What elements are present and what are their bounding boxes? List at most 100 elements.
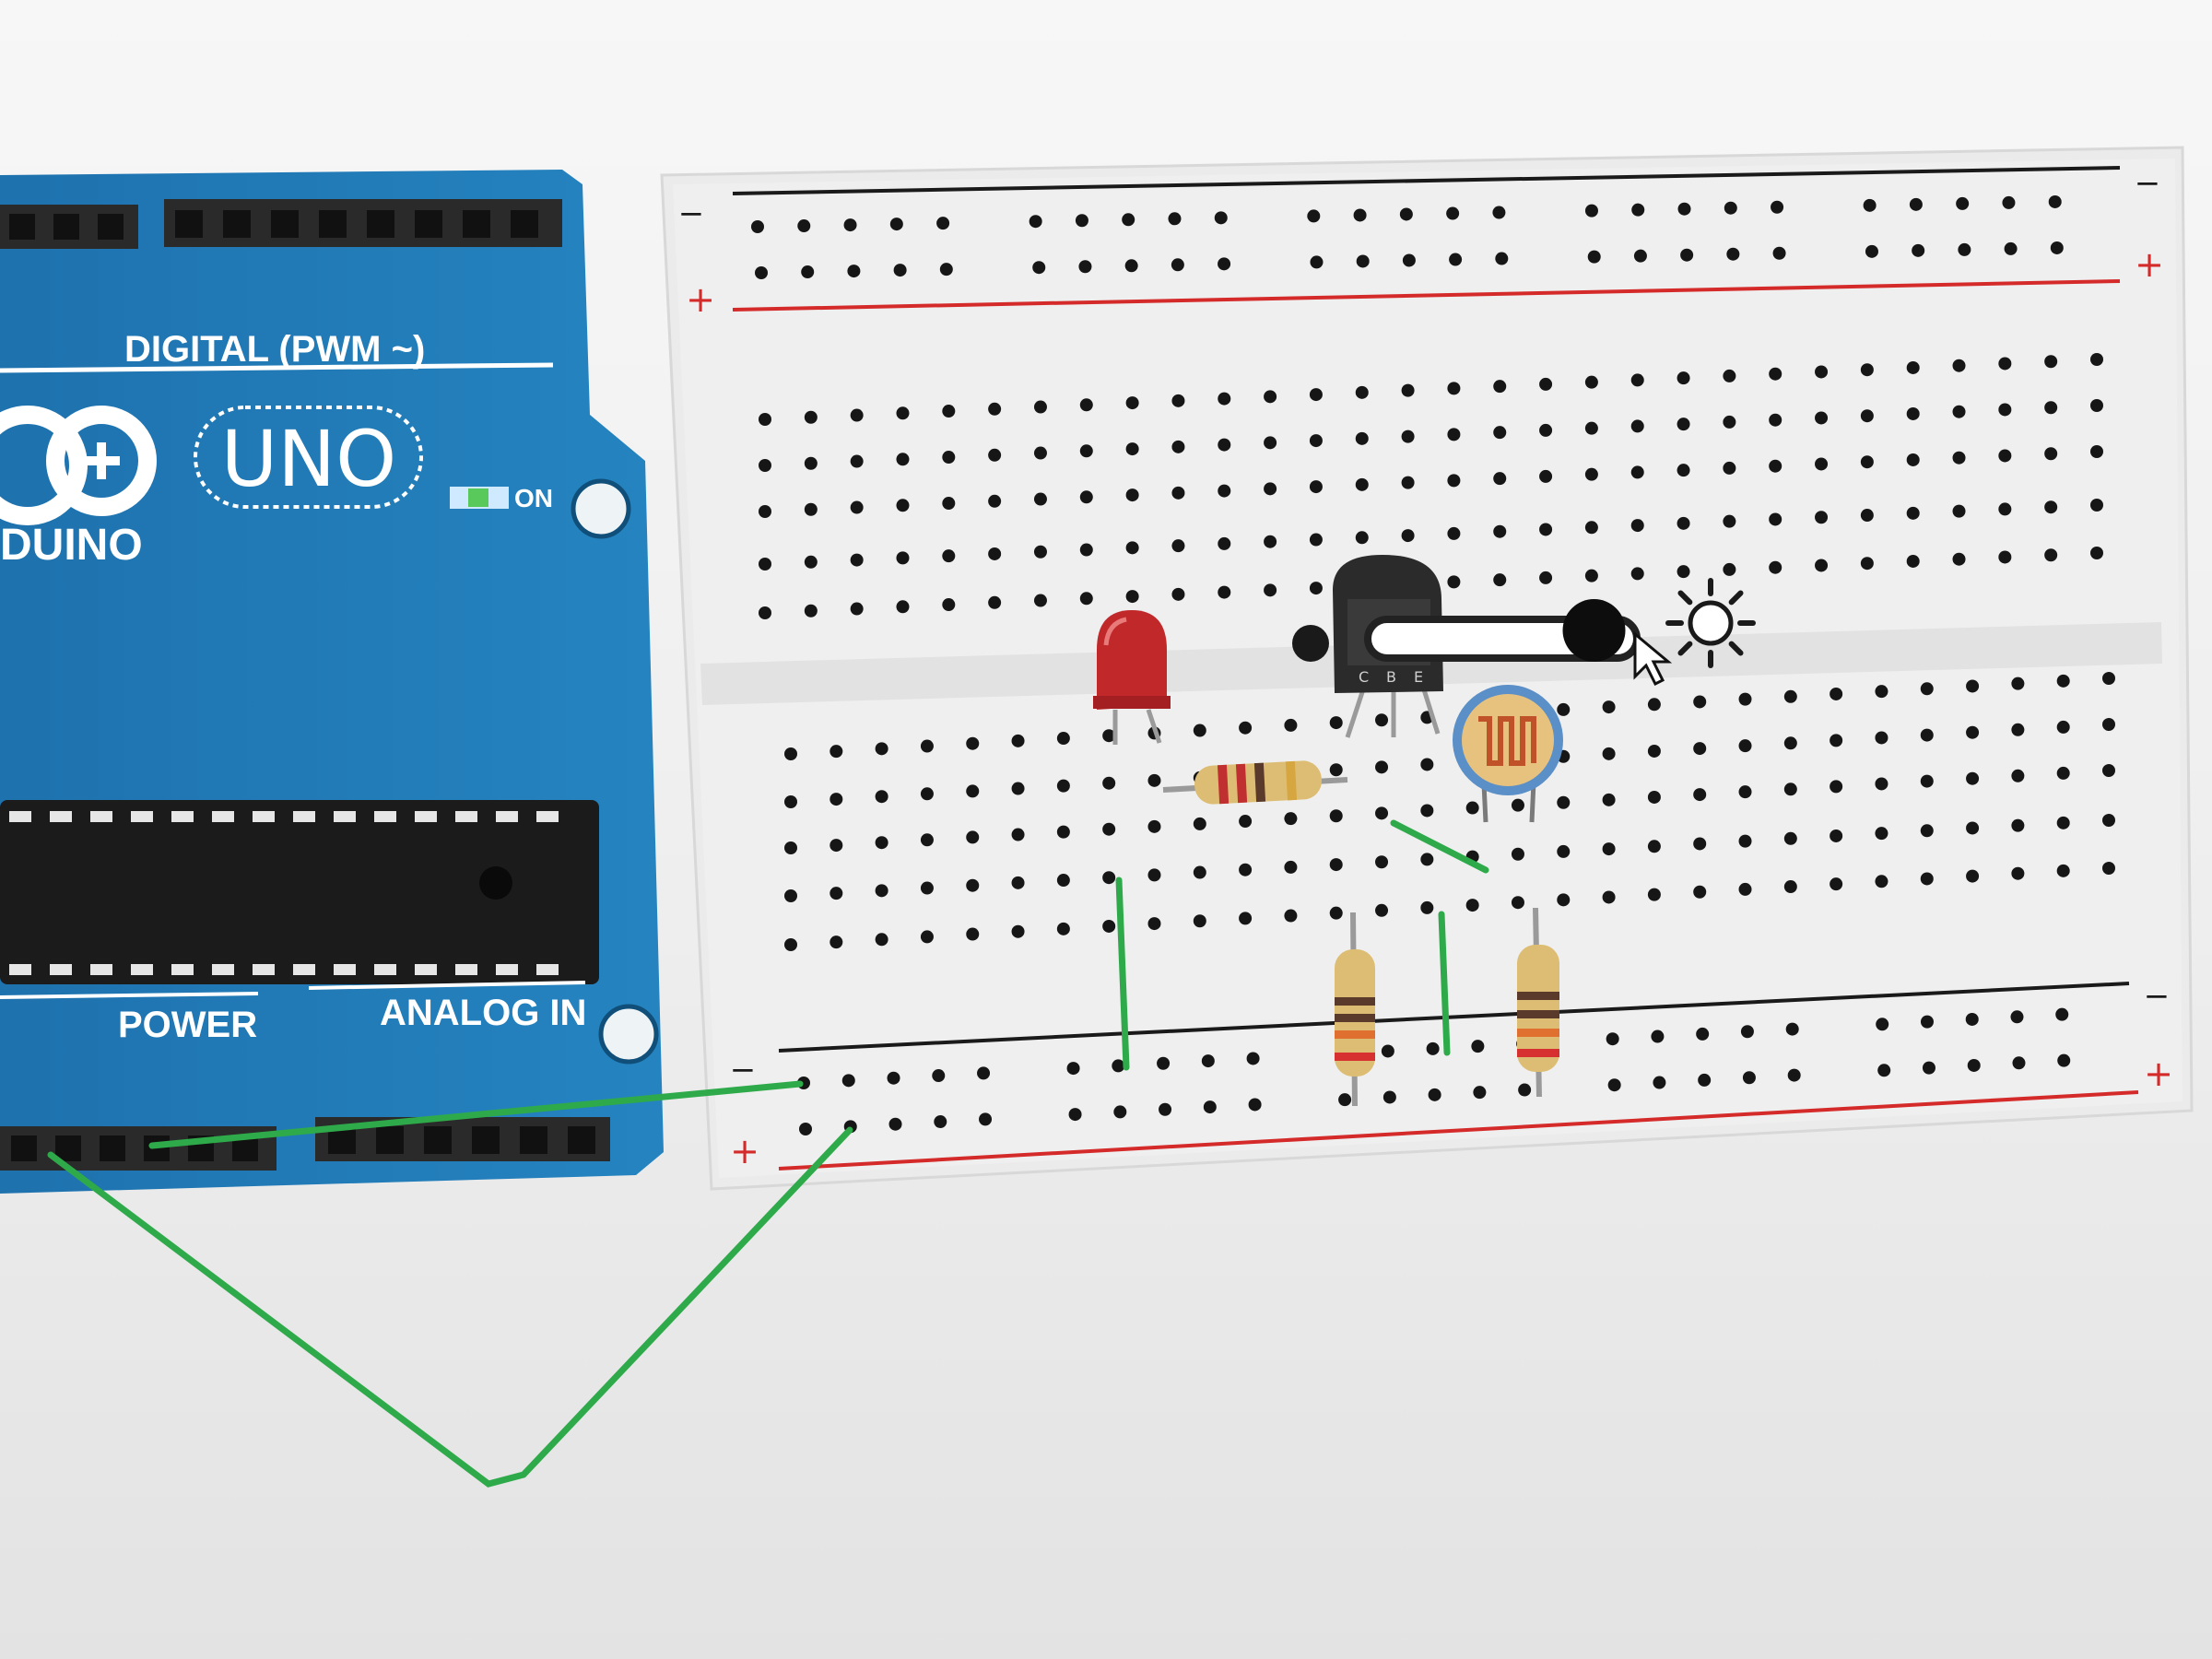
breadboard-hole[interactable] (850, 602, 864, 616)
rail-hole[interactable] (801, 265, 815, 279)
digital-header[interactable] (0, 199, 562, 249)
breadboard-hole[interactable] (1284, 909, 1298, 923)
breadboard-hole[interactable] (896, 499, 910, 512)
arduino-uno-board[interactable]: DIGITAL (PWM ~) DUINO UNO ON POWER ANALO… (0, 170, 664, 1194)
breadboard-hole[interactable] (2044, 355, 2058, 369)
breadboard-hole[interactable] (1193, 914, 1206, 928)
breadboard-hole[interactable] (1147, 819, 1161, 833)
breadboard-hole[interactable] (2011, 723, 2025, 736)
breadboard-hole[interactable] (1447, 474, 1461, 488)
breadboard-hole[interactable] (1355, 477, 1369, 491)
breadboard-hole[interactable] (850, 454, 864, 468)
rail-hole[interactable] (1068, 1108, 1082, 1122)
breadboard-hole[interactable] (1906, 506, 1920, 520)
breadboard-hole[interactable] (1011, 828, 1025, 841)
breadboard-hole[interactable] (875, 933, 888, 947)
breadboard-hole[interactable] (1815, 511, 1829, 524)
rail-hole[interactable] (1248, 1098, 1262, 1112)
breadboard-hole[interactable] (875, 790, 888, 804)
breadboard-hole[interactable] (1783, 782, 1797, 796)
breadboard-hole[interactable] (1906, 406, 1920, 420)
rail-hole[interactable] (1696, 1027, 1710, 1041)
breadboard-hole[interactable] (1677, 464, 1690, 477)
breadboard-hole[interactable] (830, 793, 843, 806)
breadboard-hole[interactable] (1264, 436, 1277, 450)
rail-hole[interactable] (1381, 1044, 1394, 1058)
breadboard-hole[interactable] (1875, 731, 1888, 745)
breadboard-hole[interactable] (1769, 512, 1783, 526)
rail-hole[interactable] (843, 218, 857, 232)
breadboard-hole[interactable] (759, 459, 771, 472)
rail-hole[interactable] (1449, 253, 1463, 266)
breadboard-hole[interactable] (1125, 396, 1139, 410)
breadboard-hole[interactable] (1647, 888, 1661, 901)
breadboard-hole[interactable] (1952, 451, 1966, 465)
breadboard-hole[interactable] (804, 555, 818, 569)
breadboard-hole[interactable] (1830, 877, 1843, 891)
breadboard-hole[interactable] (1264, 390, 1277, 404)
rail-hole[interactable] (799, 1123, 812, 1135)
rail-hole[interactable] (1446, 206, 1460, 220)
breadboard-hole[interactable] (942, 598, 956, 612)
breadboard-hole[interactable] (1056, 874, 1070, 888)
rail-hole[interactable] (1922, 1061, 1936, 1075)
breadboard-hole[interactable] (2056, 674, 2070, 688)
header-socket[interactable] (98, 214, 124, 240)
breadboard-hole[interactable] (1329, 763, 1343, 777)
breadboard-hole[interactable] (1511, 798, 1524, 812)
breadboard-hole[interactable] (1723, 562, 1736, 576)
breadboard-hole[interactable] (2102, 718, 2115, 731)
rail-hole[interactable] (939, 263, 953, 276)
breadboard-hole[interactable] (988, 402, 1002, 416)
header-socket[interactable] (367, 210, 394, 238)
rail-hole[interactable] (1246, 1052, 1260, 1065)
header-socket[interactable] (511, 210, 538, 238)
breadboard-hole[interactable] (1966, 821, 1980, 835)
rail-hole[interactable] (1787, 1068, 1801, 1082)
breadboard-hole[interactable] (1309, 434, 1323, 448)
breadboard-hole[interactable] (1375, 903, 1389, 917)
breadboard-hole[interactable] (1355, 385, 1369, 399)
breadboard-hole[interactable] (1998, 357, 2012, 371)
breadboard-hole[interactable] (784, 795, 797, 808)
breadboard-hole[interactable] (1783, 736, 1797, 750)
breadboard-hole[interactable] (1966, 679, 1980, 693)
breadboard-hole[interactable] (875, 884, 888, 898)
breadboard-hole[interactable] (1920, 682, 1934, 696)
breadboard-hole[interactable] (1906, 453, 1920, 466)
rail-hole[interactable] (1698, 1073, 1712, 1087)
breadboard-hole[interactable] (942, 497, 956, 511)
breadboard-hole[interactable] (1647, 698, 1661, 712)
breadboard-hole[interactable] (1284, 812, 1298, 826)
breadboard-hole[interactable] (1677, 371, 1690, 385)
breadboard-hole[interactable] (1011, 924, 1025, 938)
breadboard-hole[interactable] (1420, 804, 1434, 818)
breadboard-hole[interactable] (784, 889, 797, 902)
breadboard-hole[interactable] (1920, 872, 1934, 886)
breadboard-hole[interactable] (896, 600, 910, 614)
breadboard-hole[interactable] (1171, 539, 1185, 553)
rail-hole[interactable] (1651, 1030, 1665, 1043)
breadboard-hole[interactable] (1011, 782, 1025, 795)
photoresistor[interactable] (1453, 685, 1563, 823)
breadboard-hole[interactable] (1033, 545, 1047, 559)
breadboard-hole[interactable] (1647, 790, 1661, 804)
breadboard-hole[interactable] (1602, 890, 1616, 904)
breadboard-hole[interactable] (1677, 516, 1690, 530)
breadboard-hole[interactable] (1355, 431, 1369, 445)
breadboard-hole[interactable] (2011, 818, 2025, 832)
breadboard-hole[interactable] (1920, 728, 1934, 742)
rail-hole[interactable] (932, 1069, 946, 1083)
breadboard-hole[interactable] (1875, 875, 1888, 888)
breadboard-hole[interactable] (2090, 353, 2103, 366)
breadboard-hole[interactable] (1171, 440, 1185, 453)
rail-hole[interactable] (1726, 247, 1740, 261)
breadboard-hole[interactable] (1677, 418, 1690, 431)
breadboard-hole[interactable] (1375, 855, 1389, 869)
rail-hole[interactable] (1399, 207, 1413, 221)
breadboard-hole[interactable] (1079, 543, 1093, 557)
rail-hole[interactable] (755, 266, 768, 279)
breadboard-hole[interactable] (804, 456, 818, 470)
breadboard-hole[interactable] (1920, 774, 1934, 788)
rail-hole[interactable] (2055, 1007, 2069, 1021)
